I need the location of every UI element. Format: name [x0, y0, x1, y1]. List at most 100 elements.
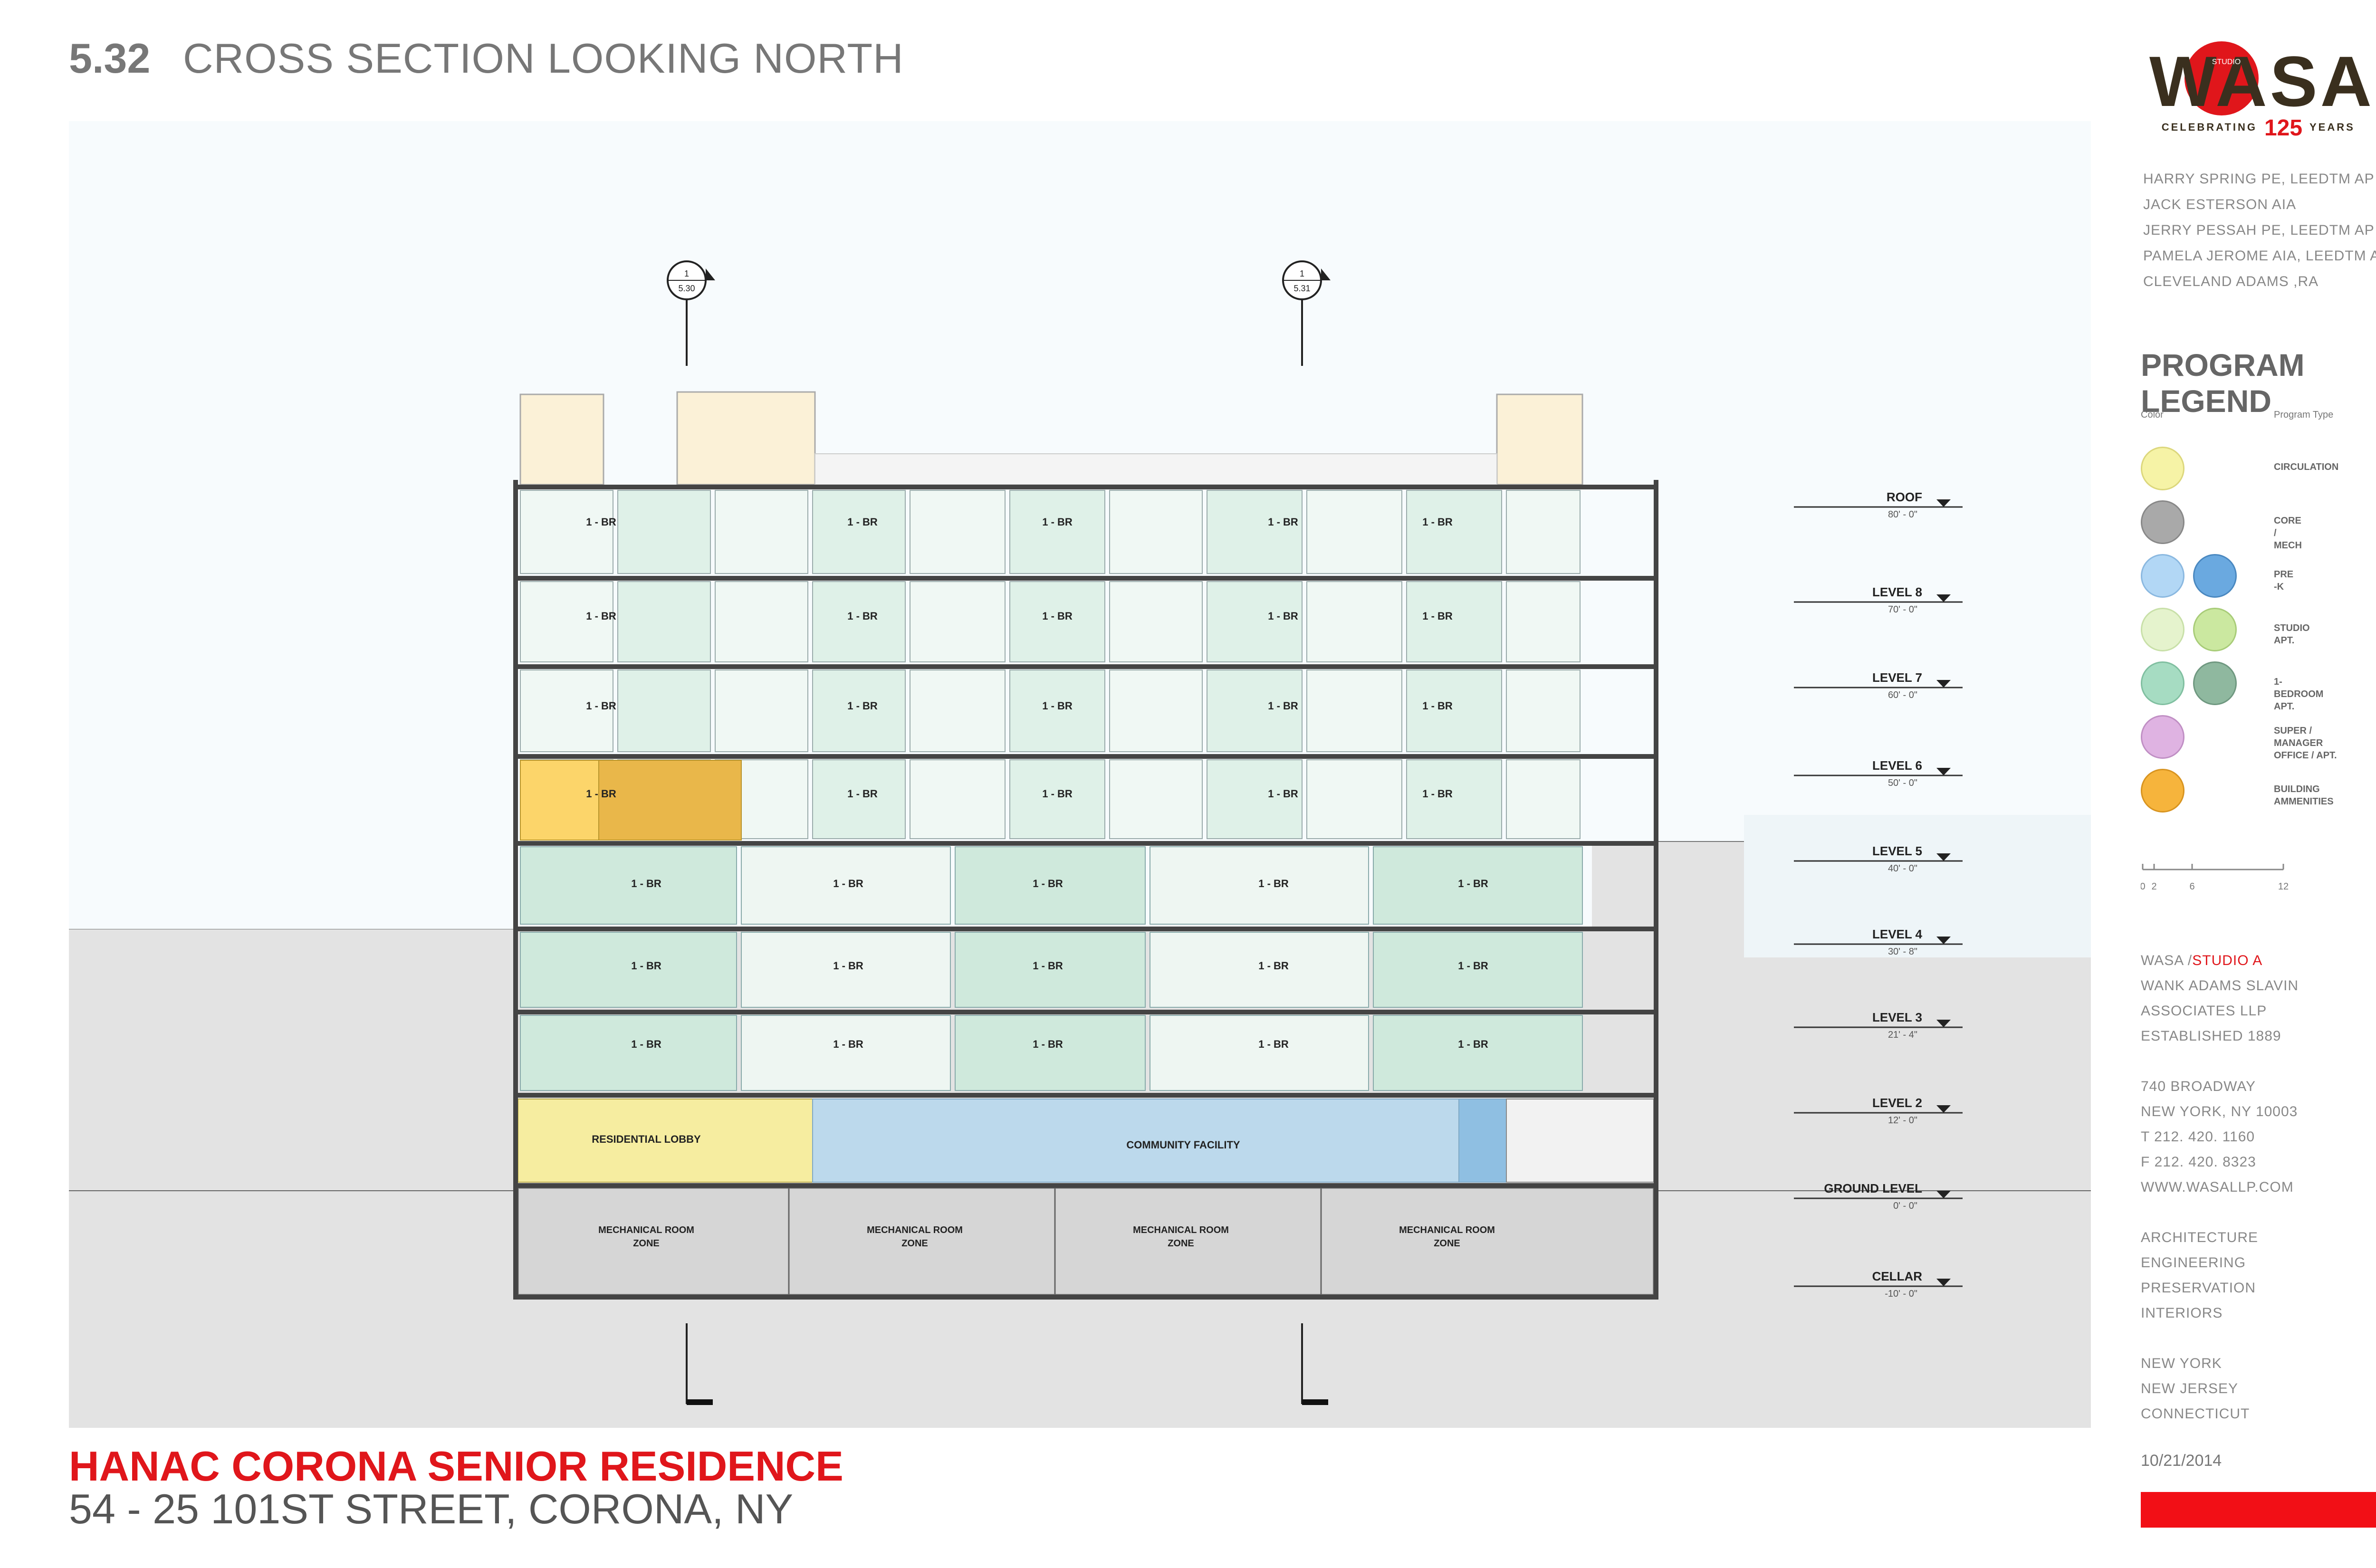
level-marker	[1936, 1191, 1951, 1198]
legend-label: BUILDING AMMENITIES	[2274, 784, 2334, 807]
amenity-room	[598, 760, 742, 841]
unit-label: 1 - BR	[1268, 700, 1298, 712]
level-marker	[1936, 1105, 1951, 1113]
firm-line: NEW YORK, NY 10003	[2141, 1104, 2298, 1119]
unit-room	[910, 759, 1006, 839]
unit-room	[1506, 759, 1581, 839]
unit-label: 1 - BR	[1042, 610, 1073, 622]
level-elevation: 0' - 0"	[1893, 1201, 1917, 1211]
unit-room	[812, 669, 906, 752]
legend-swatch	[2193, 608, 2237, 651]
level-name: ROOF	[1887, 490, 1922, 504]
unit-room	[955, 846, 1146, 925]
unit-room	[1109, 581, 1203, 662]
legend-label: 1-BEDROOM APT.	[2274, 677, 2324, 712]
legend-type-header: Program Type	[2274, 410, 2334, 420]
community-facility	[812, 1099, 1459, 1183]
unit-room	[812, 490, 906, 574]
floor-slab	[513, 664, 1658, 669]
legend-swatch	[2141, 500, 2184, 544]
level-elevation: 40' - 0"	[1888, 863, 1917, 874]
bulkhead-1	[519, 393, 604, 486]
unit-room	[910, 581, 1006, 662]
legend-swatch	[2141, 715, 2184, 759]
community-label: COMMUNITY FACILITY	[1126, 1139, 1240, 1151]
mech-room-label: MECHANICAL ROOM	[867, 1225, 963, 1235]
unit-room	[1306, 581, 1402, 662]
team-member: CLEVELAND ADAMS ,RA	[2143, 274, 2319, 289]
firm-line: ESTABLISHED 1889	[2141, 1028, 2281, 1044]
legend-label: PRE -K	[2274, 569, 2294, 592]
legend-swatch	[2141, 661, 2184, 705]
firm-line: WWW.WASALLP.COM	[2141, 1179, 2294, 1195]
firm-name-b: STUDIO A	[2192, 953, 2263, 968]
firm-line: ASSOCIATES LLP	[2141, 1003, 2267, 1019]
unit-label: 1 - BR	[1458, 1038, 1488, 1050]
level-name: GROUND LEVEL	[1824, 1181, 1922, 1195]
unit-room	[1306, 669, 1402, 752]
mech-room-label: MECHANICAL ROOM	[1133, 1225, 1229, 1235]
unit-label: 1 - BR	[1422, 788, 1453, 800]
unit-room	[1207, 490, 1303, 574]
floor-slab	[513, 1093, 1658, 1098]
unit-room	[741, 846, 951, 925]
cellar	[517, 1187, 1655, 1296]
scale-tick-label: 0	[2141, 881, 2146, 892]
unit-label: 1 - BR	[631, 960, 661, 972]
legend-label: STUDIO APT.	[2274, 623, 2310, 646]
unit-label: 1 - BR	[847, 788, 878, 800]
unit-room	[1406, 759, 1502, 839]
unit-room	[910, 490, 1006, 574]
scale-tick-label: 6	[2189, 881, 2194, 892]
firm-line	[2141, 1049, 2299, 1074]
mech-room-zone-label: ZONE	[1168, 1238, 1194, 1249]
residential-lobby	[517, 1099, 813, 1183]
legend-label: CORE / MECH	[2274, 516, 2302, 551]
logo-small-text: STUDIO	[2212, 58, 2241, 66]
unit-room	[1009, 759, 1105, 839]
legend-label: SUPER / MANAGER OFFICE / APT.	[2274, 726, 2337, 761]
section-marker-number: 1	[684, 269, 689, 278]
firm-line: INTERIORS	[2141, 1305, 2223, 1321]
unit-room	[520, 846, 737, 925]
unit-room	[1306, 759, 1402, 839]
firm-line: F 212. 420. 8323	[2141, 1154, 2256, 1170]
unit-label: 1 - BR	[847, 700, 878, 712]
sheet-title: CROSS SECTION LOOKING NORTH	[183, 35, 904, 82]
unit-room	[741, 932, 951, 1008]
legend-swatch	[2193, 661, 2237, 705]
mech-room-zone-label: ZONE	[1434, 1238, 1460, 1249]
section-marker-sheet: 5.30	[678, 284, 695, 293]
unit-room	[1506, 581, 1581, 662]
level-elevation: 30' - 8"	[1888, 947, 1917, 957]
bulkhead-2	[676, 391, 816, 486]
floor-slab	[513, 841, 1658, 846]
level-elevation: 21' - 4"	[1888, 1030, 1917, 1040]
legend-swatch	[2141, 608, 2184, 651]
level-marker	[1936, 594, 1951, 602]
floor-slab	[513, 1183, 1658, 1188]
unit-label: 1 - BR	[631, 878, 661, 889]
legend-swatch	[2141, 554, 2184, 598]
unit-label: 1 - BR	[1258, 1038, 1289, 1050]
firm-line: ARCHITECTURE	[2141, 1230, 2259, 1245]
level-elevation: 80' - 0"	[1888, 509, 1917, 520]
unit-label: 1 - BR	[1458, 960, 1488, 972]
mech-room-label: MECHANICAL ROOM	[598, 1225, 694, 1235]
firm-line: WANK ADAMS SLAVIN	[2141, 978, 2299, 994]
roof-parapet	[814, 453, 1497, 485]
unit-room	[812, 759, 906, 839]
team-list: HARRY SPRING PE, LEEDTM AP JACK ESTERSON…	[2143, 166, 2376, 295]
stair-core	[1506, 1099, 1654, 1183]
unit-room	[910, 669, 1006, 752]
level-name: LEVEL 5	[1872, 844, 1922, 858]
unit-room	[1109, 759, 1203, 839]
firm-line	[2141, 1326, 2299, 1351]
unit-room	[520, 932, 737, 1008]
level-marker	[1936, 853, 1951, 861]
scale-tick-label: 2	[2151, 881, 2156, 892]
scale-tick-label: 12	[2278, 881, 2289, 892]
unit-label: 1 - BR	[586, 700, 616, 712]
